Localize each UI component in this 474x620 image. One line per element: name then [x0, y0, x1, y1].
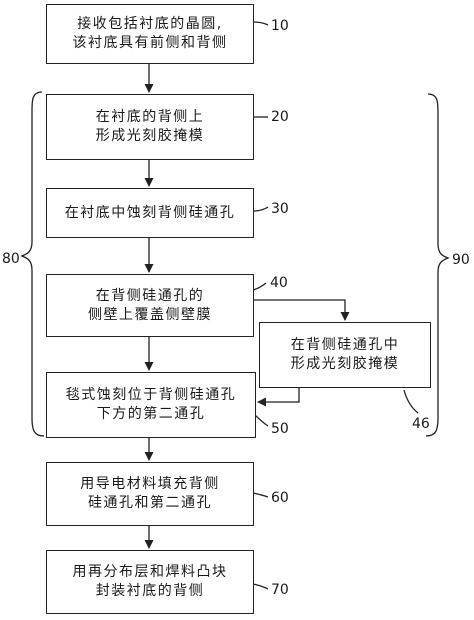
step-40-box: 在背侧硅通孔的 侧壁上覆盖侧壁膜: [46, 274, 254, 337]
bracket-80: [20, 91, 45, 437]
step-10-line-2: 该衬底具有前侧和背侧: [72, 35, 228, 51]
step-60-line-1: 用导电材料填充背侧: [80, 476, 220, 492]
step-46-line-1: 在背侧硅通孔中: [290, 337, 400, 353]
step-20-line-2: 形成光刻胶掩模: [95, 128, 205, 144]
step-50-box: 毯式蚀刻位于背侧硅通孔 下方的第二通孔: [46, 372, 256, 438]
ref-label-80: 80: [2, 251, 20, 267]
step-50-line-1: 毯式蚀刻位于背侧硅通孔: [65, 387, 237, 403]
bracket-90: [425, 93, 450, 437]
ref-label-30: 30: [271, 201, 289, 217]
step-40-line-1: 在背侧硅通孔的: [95, 287, 205, 304]
leader-46: [403, 389, 419, 414]
step-70-line-2: 封装衬底的背侧: [95, 583, 205, 599]
step-30-box: 在衬底中蚀刻背侧硅通孔: [46, 188, 254, 238]
leader-70: [252, 583, 269, 590]
leader-10: [252, 21, 269, 26]
ref-label-46: 46: [412, 416, 430, 432]
arrow-40-46: [254, 299, 350, 321]
ref-label-50: 50: [271, 421, 289, 437]
ref-label-40: 40: [270, 275, 288, 291]
step-10-line-1: 接收包括衬底的晶圆,: [77, 16, 223, 32]
ref-label-90: 90: [452, 252, 470, 268]
step-50-line-2: 下方的第二通孔: [96, 406, 206, 422]
arrow-46-50: [257, 388, 300, 407]
ref-label-60: 60: [271, 490, 289, 506]
step-60-line-2: 硅通孔和第二通孔: [88, 495, 212, 511]
step-10-box: 接收包括衬底的晶圆, 该衬底具有前侧和背侧: [46, 4, 254, 64]
step-20-line-1: 在衬底的背侧上: [95, 109, 205, 125]
step-60-box: 用导电材料填充背侧 硅通孔和第二通孔: [46, 462, 254, 526]
step-70-line-1: 用再分布层和焊料凸块: [72, 564, 228, 580]
step-30-line-1: 在衬底中蚀刻背侧硅通孔: [64, 204, 236, 221]
step-70-box: 用再分布层和焊料凸块 封装衬底的背侧: [46, 550, 254, 614]
ref-label-70: 70: [271, 582, 289, 598]
leader-40: [252, 282, 267, 291]
step-46-box: 在背侧硅通孔中 形成光刻胶掩模: [259, 322, 431, 388]
step-20-box: 在衬底的背侧上 形成光刻胶掩模: [46, 94, 254, 160]
step-40-line-2: 侧壁上覆盖侧壁膜: [88, 306, 212, 323]
leader-30: [252, 206, 269, 212]
ref-label-10: 10: [271, 18, 289, 34]
step-46-line-2: 形成光刻胶掩模: [290, 356, 400, 372]
ref-label-20: 20: [271, 109, 289, 125]
leader-60: [252, 492, 269, 498]
